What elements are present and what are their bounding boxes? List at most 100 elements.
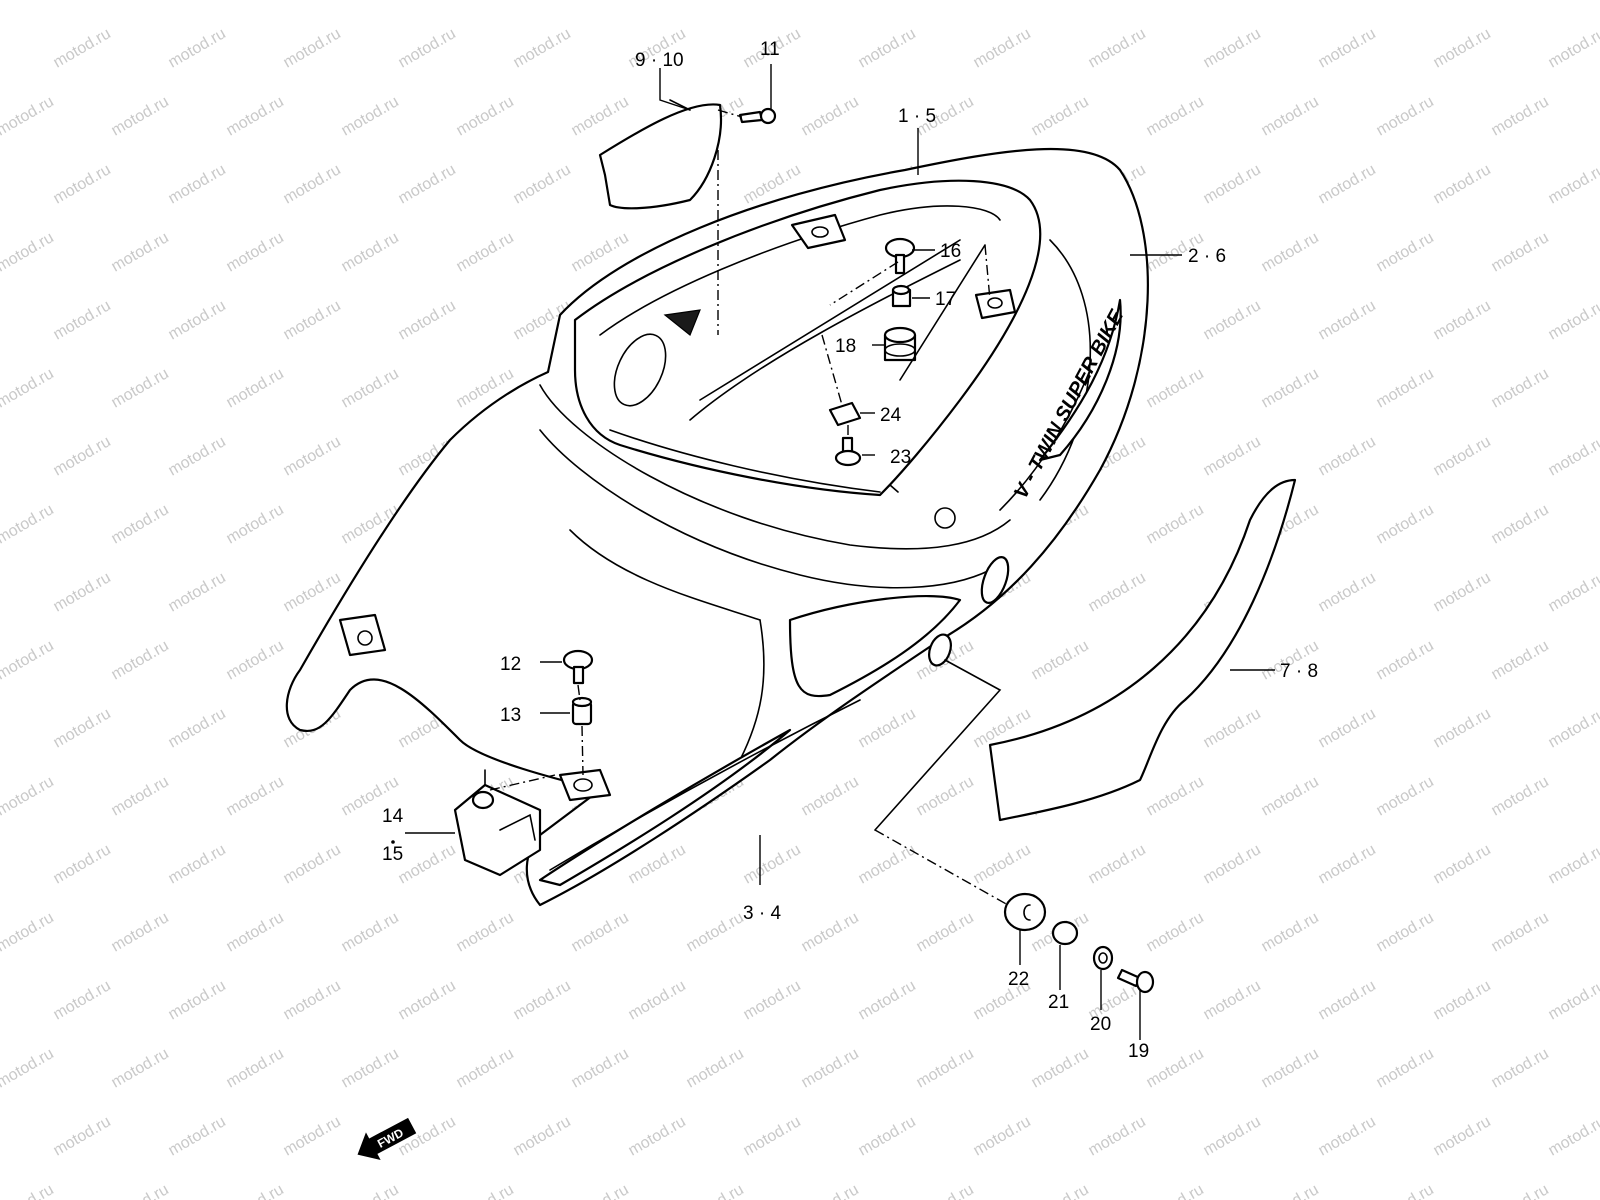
- watermark-text: motod.ru: [1086, 841, 1149, 887]
- watermark-text: motod.ru: [1029, 0, 1092, 3]
- watermark-text: motod.ru: [569, 1181, 632, 1200]
- watermark-text: motod.ru: [224, 909, 287, 955]
- watermark-text: motod.ru: [741, 1113, 804, 1159]
- watermark-text: motod.ru: [741, 977, 804, 1023]
- watermark-text: motod.ru: [166, 1113, 229, 1159]
- watermark-text: motod.ru: [511, 977, 574, 1023]
- watermark-text: motod.ru: [281, 569, 344, 615]
- label-13: 13: [500, 705, 521, 726]
- watermark-text: motod.ru: [1029, 1181, 1092, 1200]
- watermark-text: motod.ru: [396, 297, 459, 343]
- collar-21: [1051, 920, 1079, 946]
- screw-19: [1116, 968, 1155, 994]
- label-14: 14: [382, 806, 404, 827]
- watermark-text: motod.ru: [1431, 297, 1494, 343]
- watermark-text: motod.ru: [511, 1113, 574, 1159]
- watermark-text: motod.ru: [799, 1045, 862, 1091]
- watermark-text: motod.ru: [0, 773, 57, 819]
- grommet-22: [1003, 892, 1047, 932]
- label-16: 16: [940, 241, 961, 262]
- watermark-text: motod.ru: [396, 25, 459, 71]
- watermark-text: motod.ru: [1374, 501, 1437, 547]
- label-9-10: 9 · 10: [635, 50, 684, 71]
- watermark-text: motod.ru: [166, 25, 229, 71]
- bracket-lug: [558, 768, 612, 802]
- watermark-text: motod.ru: [1259, 0, 1322, 3]
- watermark-text: motod.ru: [914, 909, 977, 955]
- watermark-text: motod.ru: [166, 841, 229, 887]
- watermark-text: motod.ru: [569, 93, 632, 139]
- watermark-text: motod.ru: [1086, 569, 1149, 615]
- watermark-text: motod.ru: [1144, 1045, 1207, 1091]
- watermark-text: motod.ru: [511, 25, 574, 71]
- watermark-text: motod.ru: [914, 1181, 977, 1200]
- label-24: 24: [880, 405, 902, 426]
- watermark-text: motod.ru: [971, 841, 1034, 887]
- watermark-text: motod.ru: [1431, 569, 1494, 615]
- watermark-text: motod.ru: [281, 841, 344, 887]
- watermark-text: motod.ru: [224, 229, 287, 275]
- watermark-text: motod.ru: [799, 93, 862, 139]
- watermark-text: motod.ru: [1374, 93, 1437, 139]
- watermark-text: motod.ru: [396, 841, 459, 887]
- watermark-text: motod.ru: [51, 297, 114, 343]
- watermark-text: motod.ru: [109, 1045, 172, 1091]
- watermark-text: motod.ru: [51, 25, 114, 71]
- watermark-text: motod.ru: [1546, 977, 1600, 1023]
- watermark-text: motod.ru: [224, 0, 287, 3]
- watermark-text: motod.ru: [1259, 1181, 1322, 1200]
- watermark-text: motod.ru: [1431, 1113, 1494, 1159]
- label-11: 11: [760, 39, 780, 60]
- watermark-text: motod.ru: [1201, 25, 1264, 71]
- watermark-text: motod.ru: [1374, 229, 1437, 275]
- watermark-text: motod.ru: [109, 229, 172, 275]
- watermark-text: motod.ru: [166, 297, 229, 343]
- watermark-text: motod.ru: [569, 909, 632, 955]
- watermark-text: motod.ru: [109, 637, 172, 683]
- watermark-text: motod.ru: [51, 705, 114, 751]
- label-1-5: 1 · 5: [898, 106, 936, 127]
- watermark-text: motod.ru: [339, 365, 402, 411]
- watermark-text: motod.ru: [799, 773, 862, 819]
- watermark-text: motod.ru: [109, 773, 172, 819]
- watermark-text: motod.ru: [1259, 909, 1322, 955]
- watermark-text: motod.ru: [339, 93, 402, 139]
- watermark-text: motod.ru: [1546, 297, 1600, 343]
- watermark-text: motod.ru: [914, 1045, 977, 1091]
- cushion-18: [883, 326, 917, 362]
- watermark-text: motod.ru: [51, 977, 114, 1023]
- watermark-text: motod.ru: [396, 977, 459, 1023]
- watermark-text: motod.ru: [281, 25, 344, 71]
- watermark-text: motod.ru: [51, 569, 114, 615]
- watermark-text: motod.ru: [1201, 705, 1264, 751]
- watermark-text: motod.ru: [1029, 637, 1092, 683]
- watermark-text: motod.ru: [1374, 1181, 1437, 1200]
- label-7-8: 7 · 8: [1280, 661, 1318, 682]
- watermark-text: motod.ru: [1546, 569, 1600, 615]
- label-18: 18: [835, 336, 856, 357]
- watermark-text: motod.ru: [684, 1181, 747, 1200]
- watermark-text: motod.ru: [1546, 705, 1600, 751]
- watermark-text: motod.ru: [224, 773, 287, 819]
- label-17: 17: [935, 289, 956, 310]
- watermark-text: motod.ru: [684, 909, 747, 955]
- watermark-text: motod.ru: [281, 161, 344, 207]
- watermark-text: motod.ru: [1259, 365, 1322, 411]
- watermark-text: motod.ru: [569, 0, 632, 3]
- label-2-6: 2 · 6: [1188, 246, 1226, 267]
- watermark-text: motod.ru: [1144, 365, 1207, 411]
- watermark-text: motod.ru: [339, 1045, 402, 1091]
- watermark-text: motod.ru: [1259, 773, 1322, 819]
- watermark-text: motod.ru: [51, 841, 114, 887]
- collar-17: [891, 284, 912, 308]
- watermark-text: motod.ru: [339, 1181, 402, 1200]
- watermark-text: motod.ru: [224, 1045, 287, 1091]
- watermark-text: motod.ru: [109, 909, 172, 955]
- watermark-text: motod.ru: [1546, 433, 1600, 479]
- watermark-text: motod.ru: [1431, 433, 1494, 479]
- watermark-text: motod.ru: [51, 433, 114, 479]
- label-21: 21: [1048, 992, 1069, 1013]
- watermark-text: motod.ru: [51, 161, 114, 207]
- watermark-text: motod.ru: [166, 977, 229, 1023]
